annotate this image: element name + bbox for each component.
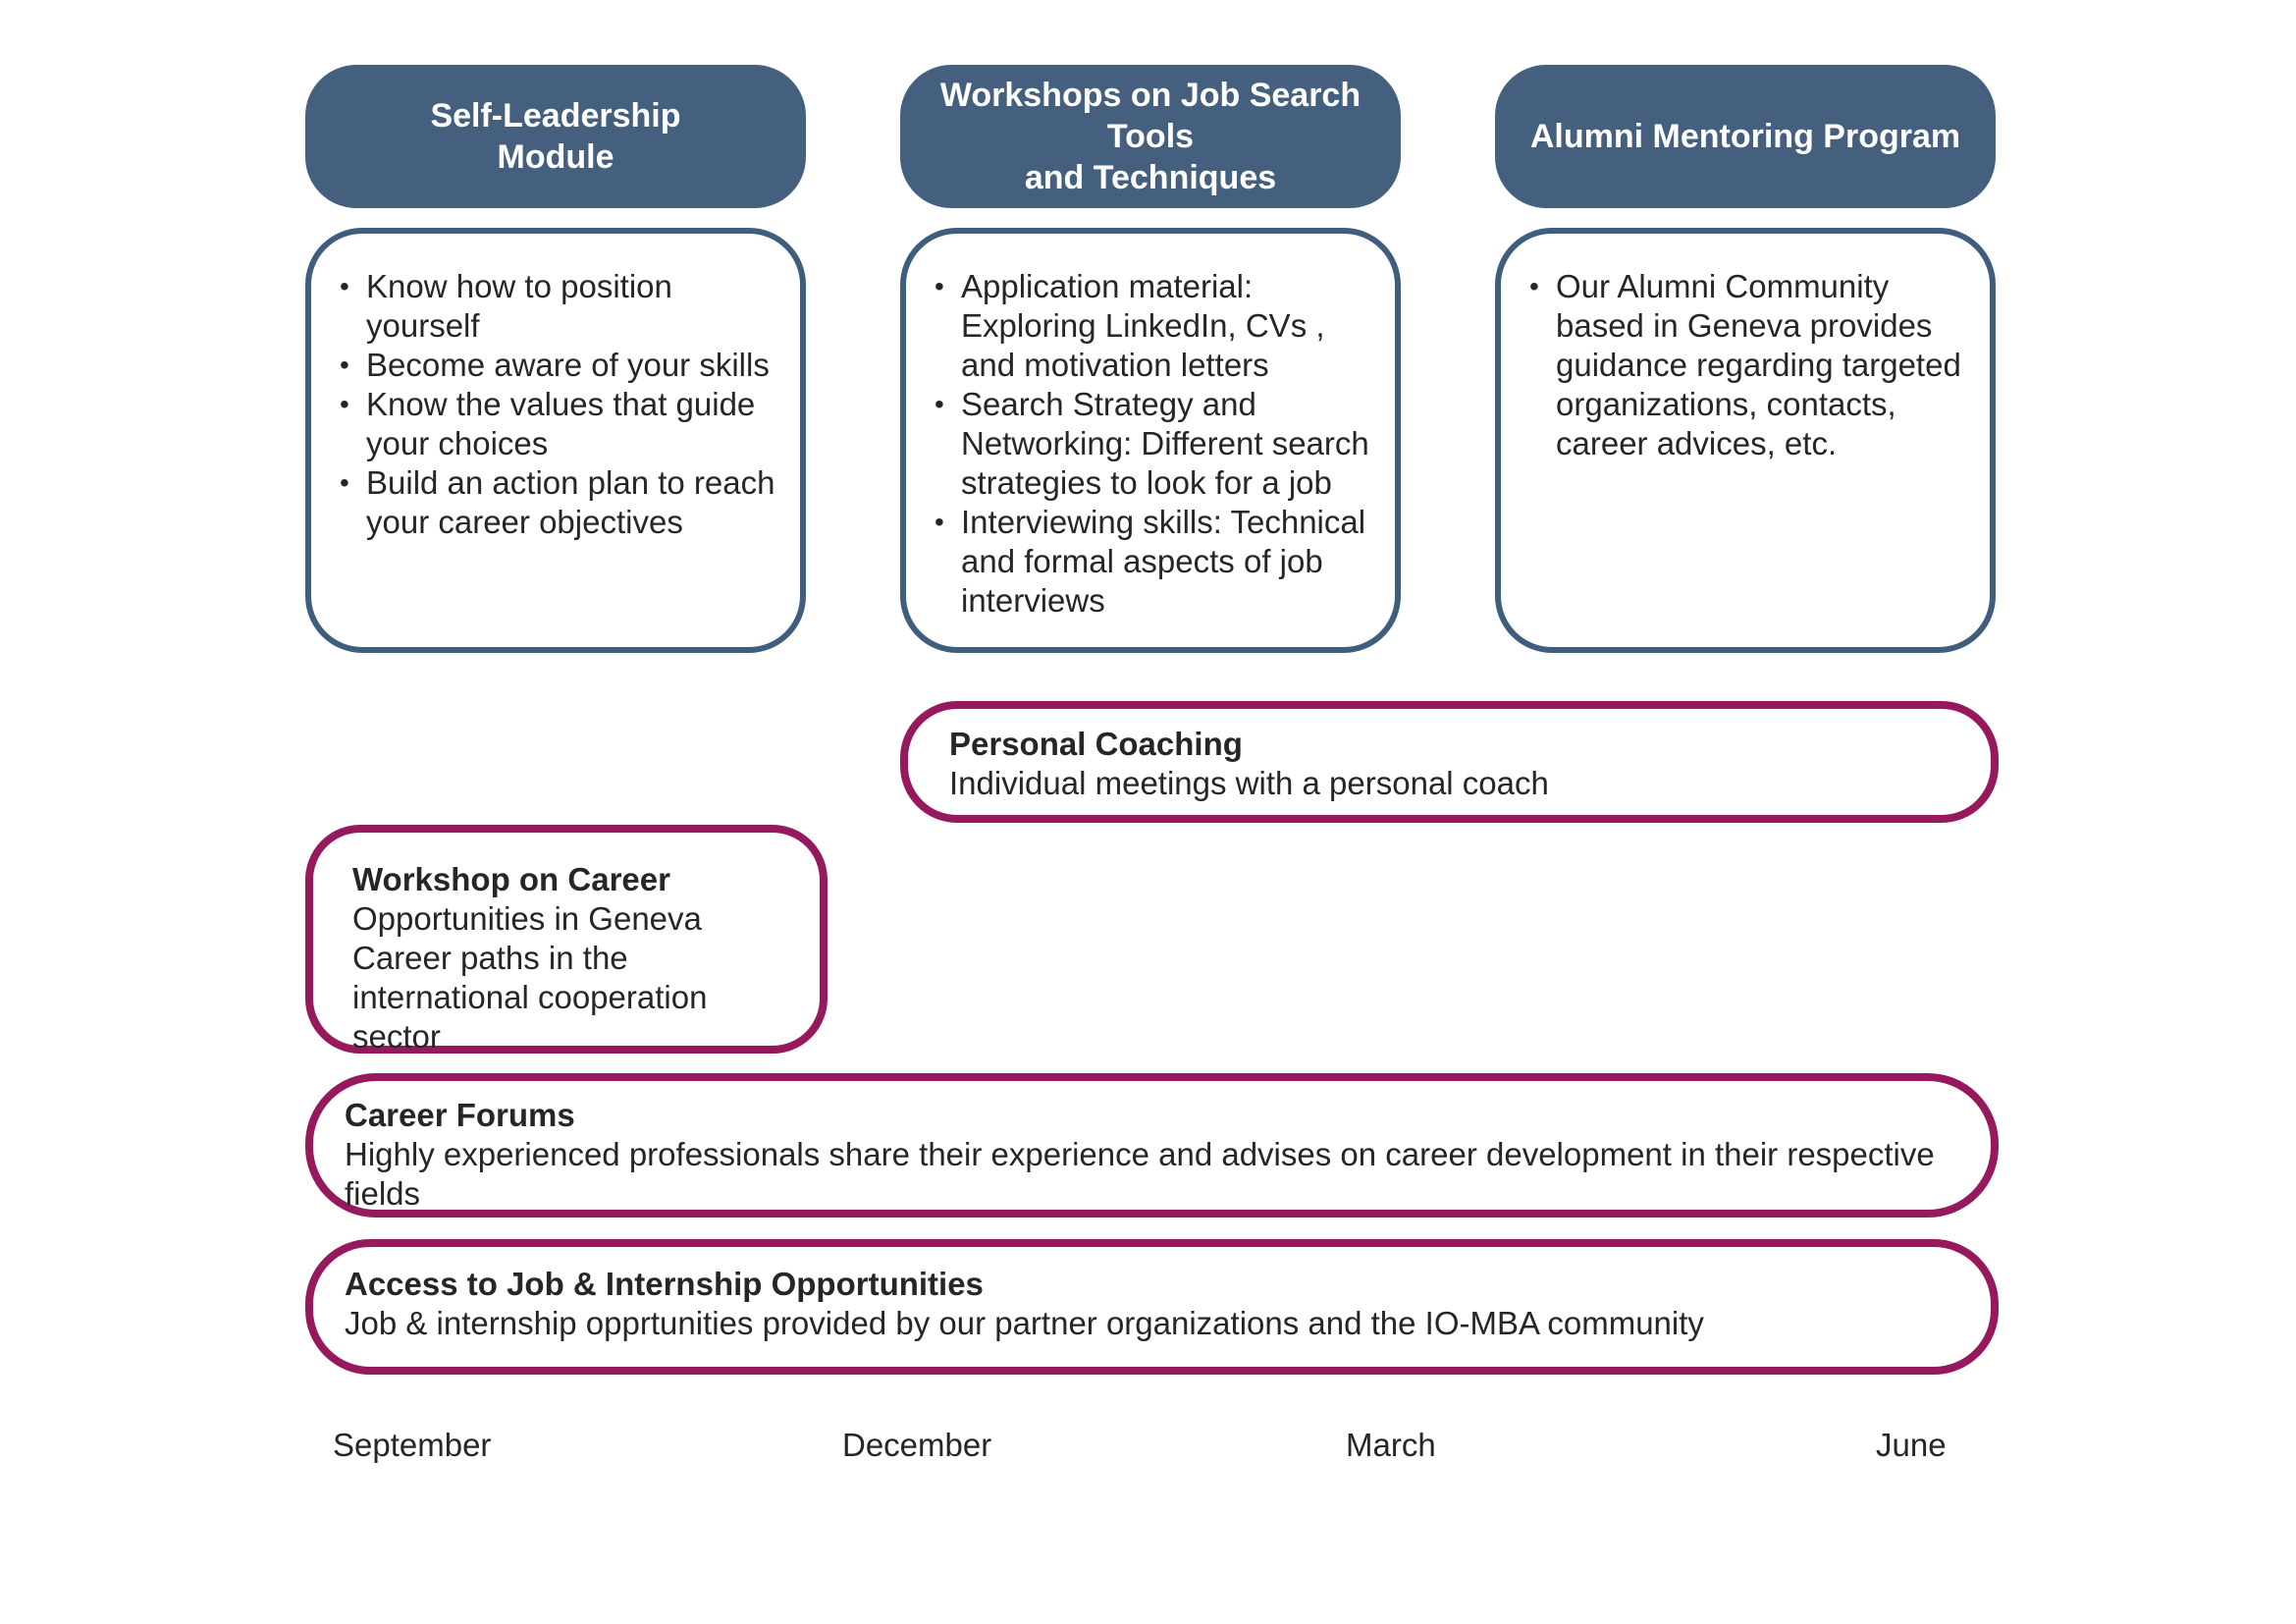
bullet-item: Know the values that guide your choices (333, 385, 784, 463)
column-header-job-search-workshops: Workshops on Job Search Tools and Techni… (900, 65, 1401, 208)
banner-career-forums: Career Forums Highly experienced profess… (305, 1073, 1999, 1218)
timeline-month-june: June (1876, 1427, 1947, 1463)
bullet-list: Know how to position yourself Become awa… (333, 267, 784, 542)
bullet-item: Know how to position yourself (333, 267, 784, 346)
banner-body: Individual meetings with a personal coac… (949, 765, 1549, 801)
banner-body: Opportunities in Geneva Career paths in … (352, 900, 708, 1055)
column-header-self-leadership: Self-Leadership Module (305, 65, 806, 208)
banner-workshop-on-career: Workshop on Career Opportunities in Gene… (305, 825, 828, 1055)
bullet-item: Interviewing skills: Technical and forma… (928, 503, 1379, 621)
column-card-job-search-workshops: Application material: Exploring LinkedIn… (900, 228, 1401, 653)
timeline-month-december: December (842, 1427, 992, 1463)
timeline-month-march: March (1346, 1427, 1436, 1463)
bullet-item: Our Alumni Community based in Geneva pro… (1522, 267, 1974, 463)
bullet-item: Search Strategy and Networking: Differen… (928, 385, 1379, 503)
bullet-item: Build an action plan to reach your caree… (333, 463, 784, 542)
banner-body: Highly experienced professionals share t… (345, 1136, 1935, 1212)
banner-job-internship-access: Access to Job & Internship Opportunities… (305, 1239, 1999, 1375)
bullet-item: Application material: Exploring LinkedIn… (928, 267, 1379, 385)
banner-title: Personal Coaching (949, 726, 1243, 762)
bullet-list: Our Alumni Community based in Geneva pro… (1522, 267, 1974, 463)
column-header-label: Alumni Mentoring Program (1529, 118, 1961, 155)
column-header-label: Self-Leadership Module (430, 97, 681, 176)
banner-personal-coaching: Personal Coaching Individual meetings wi… (900, 701, 1999, 823)
banner-title: Access to Job & Internship Opportunities (345, 1266, 984, 1302)
column-card-self-leadership: Know how to position yourself Become awa… (305, 228, 806, 653)
banner-body: Job & internship opprtunities provided b… (345, 1305, 1704, 1341)
bullet-list: Application material: Exploring LinkedIn… (928, 267, 1379, 621)
bullet-item: Become aware of your skills (333, 346, 784, 385)
banner-title: Career Forums (345, 1097, 575, 1133)
column-card-alumni-mentoring: Our Alumni Community based in Geneva pro… (1495, 228, 1996, 653)
column-header-label: Workshops on Job Search Tools and Techni… (939, 77, 1362, 196)
timeline-month-september: September (333, 1427, 492, 1463)
banner-title: Workshop on Career (352, 861, 670, 897)
column-header-alumni-mentoring: Alumni Mentoring Program (1495, 65, 1996, 208)
